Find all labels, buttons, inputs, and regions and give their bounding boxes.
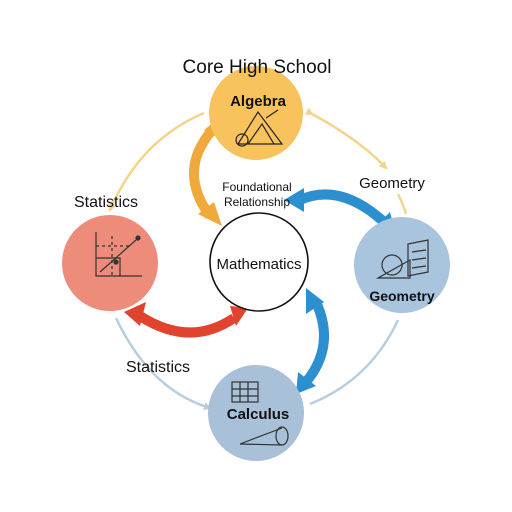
statistics-top-label: Statistics (74, 194, 138, 211)
geometry-sketch-icon (375, 239, 429, 279)
connector-geometry-calculus (309, 319, 400, 406)
connector-statistics-calculus (114, 317, 212, 411)
arrow-algebra-mathematics (188, 124, 218, 219)
outer-cycle (108, 107, 408, 411)
statistics-bottom-label: Statistics (126, 359, 190, 376)
algebra-sketch-icon (235, 109, 284, 147)
arrow-mathematics-calculus (302, 299, 329, 386)
node-mathematics (209, 212, 309, 312)
node-algebra (209, 66, 303, 160)
connector-geometry-right (396, 193, 408, 215)
algebra-label: Algebra (230, 93, 287, 110)
geometry-label: Geometry (369, 288, 435, 304)
geometry-top-label: Geometry (359, 175, 425, 192)
calculus-sketch-icon (231, 381, 289, 446)
connector-algebra-statistics (108, 111, 205, 212)
arrow-statistics-mathematics (137, 311, 237, 338)
calculus-label: Calculus (227, 406, 290, 423)
title: Core High School (183, 57, 332, 78)
statistics-plot-icon (95, 232, 142, 277)
connector-algebra-geometry (304, 107, 388, 170)
center-note-line1: Foundational (222, 180, 291, 194)
arrow-mathematics-geometry (297, 189, 388, 226)
center-note-line2: Relationship (224, 195, 290, 209)
center-label: Mathematics (216, 256, 301, 273)
